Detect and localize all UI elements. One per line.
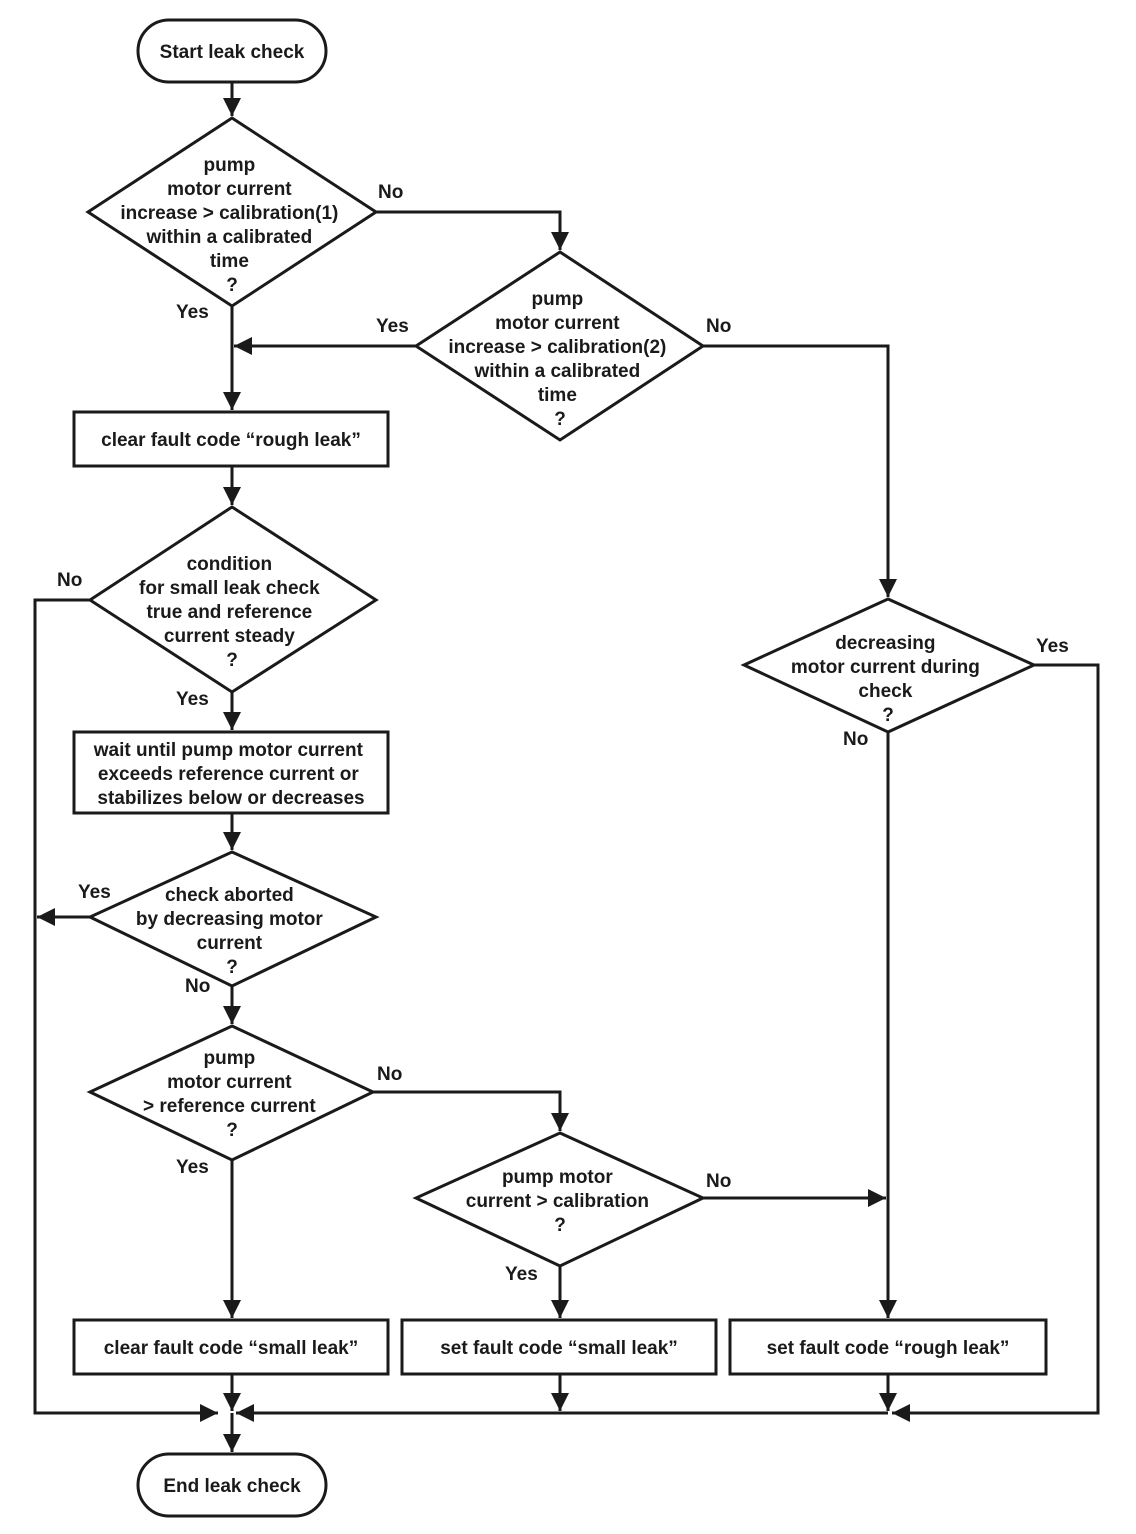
d2-line-6: ? <box>554 409 566 430</box>
set-rough-label: set fault code “rough leak” <box>767 1338 1010 1359</box>
d5-line-1: pump <box>204 1048 256 1069</box>
svg-text:pump motor current: pump motor current > reference current ? <box>143 1048 321 1141</box>
decision-d3: condition for small leak check true and … <box>87 505 379 694</box>
label-d6-yes: Yes <box>505 1264 538 1285</box>
d4-line-1: check aborted <box>165 885 294 906</box>
svg-text:condition for small leak: condition for small leak check true and … <box>139 554 325 671</box>
d1-line-1: pump <box>204 155 256 176</box>
d3-line-1: condition <box>187 554 272 575</box>
d6-line-1: pump motor <box>502 1167 613 1188</box>
clear-rough-label: clear fault code “rough leak” <box>101 430 361 451</box>
d3-line-5: ? <box>226 650 238 671</box>
decision-d7: decreasing motor current during check ? <box>740 597 1038 734</box>
edge-d1-no-to-d2 <box>376 210 569 250</box>
process-clear-rough-leak: clear fault code “rough leak” <box>72 410 390 468</box>
svg-text:check aborted by decreas: check aborted by decreasing motor curren… <box>136 885 328 978</box>
clear-small-label: clear fault code “small leak” <box>104 1338 359 1359</box>
label-d2-no: No <box>706 316 731 337</box>
d4-line-2: by decreasing motor <box>136 909 323 930</box>
end-label: End leak check <box>163 1476 301 1497</box>
edge-d7-yes-right <box>892 663 1100 1422</box>
d1-line-5: time <box>210 251 249 272</box>
edge-d3-no-left <box>33 598 218 1422</box>
end-node: End leak check <box>136 1452 328 1518</box>
branch-labels: No Yes Yes No No Yes Yes No No Yes No Ye… <box>57 182 1069 1285</box>
svg-text:pump motor current: pump motor current increase > calibratio… <box>448 289 671 430</box>
label-d4-no: No <box>185 976 210 997</box>
label-d5-no: No <box>377 1064 402 1085</box>
d3-line-4: current steady <box>164 626 295 647</box>
label-d4-yes: Yes <box>78 882 111 903</box>
decision-d2: pump motor current increase > calibratio… <box>413 250 706 442</box>
decision-d1: pump motor current increase > calibratio… <box>85 116 379 308</box>
d1-line-3: increase > calibration(1) <box>120 203 338 224</box>
d3-line-3: true and reference <box>146 602 312 623</box>
label-d3-yes: Yes <box>176 689 209 710</box>
process-set-small-leak: set fault code “small leak” <box>400 1318 718 1376</box>
edge-d5-no-to-d6 <box>373 1090 569 1131</box>
d2-line-3: increase > calibration(2) <box>448 337 666 358</box>
d2-line-2: motor current <box>495 313 620 334</box>
d7-line-2: motor current during <box>791 657 980 678</box>
svg-text:decreasing motor current: decreasing motor current during check ? <box>791 633 985 726</box>
d1-line-4: within a calibrated <box>145 227 312 248</box>
d3-line-2: for small leak check <box>139 578 320 599</box>
d2-line-5: time <box>538 385 577 406</box>
d6-line-2: current > calibration <box>466 1191 649 1212</box>
set-small-label: set fault code “small leak” <box>440 1338 678 1359</box>
svg-text:pump motor current: pump motor current increase > calibratio… <box>120 155 343 296</box>
label-d7-yes: Yes <box>1036 636 1069 657</box>
label-d3-no: No <box>57 570 82 591</box>
d4-line-4: ? <box>226 957 238 978</box>
svg-text:wait until pump motor current: wait until pump motor current exceeds re… <box>93 740 368 809</box>
process-wait: wait until pump motor current exceeds re… <box>72 730 390 815</box>
d6-line-3: ? <box>554 1215 566 1236</box>
d7-line-3: check <box>858 681 912 702</box>
d2-line-1: pump <box>532 289 584 310</box>
label-d5-yes: Yes <box>176 1157 209 1178</box>
wait-line-3: stabilizes below or decreases <box>97 788 364 809</box>
process-set-rough-leak: set fault code “rough leak” <box>728 1318 1048 1376</box>
label-d7-no: No <box>843 729 868 750</box>
wait-line-1: wait until pump motor current <box>93 740 364 761</box>
d4-line-3: current <box>197 933 263 954</box>
d7-line-4: ? <box>882 705 894 726</box>
decision-d4: check aborted by decreasing motor curren… <box>86 850 380 988</box>
d7-line-1: decreasing <box>835 633 935 654</box>
d1-line-2: motor current <box>167 179 292 200</box>
process-clear-small-leak: clear fault code “small leak” <box>72 1318 390 1376</box>
label-d1-yes: Yes <box>176 302 209 323</box>
wait-line-2: exceeds reference current or <box>98 764 359 785</box>
start-label: Start leak check <box>160 42 305 63</box>
decision-d5: pump motor current > reference current ? <box>86 1024 377 1162</box>
svg-text:pump motor current > cal: pump motor current > calibration ? <box>466 1167 654 1236</box>
start-node: Start leak check <box>136 18 328 84</box>
edge-d2-no-to-d7 <box>703 344 897 597</box>
d5-line-3: > reference current <box>143 1096 316 1117</box>
edges <box>33 82 1100 1452</box>
label-d2-yes: Yes <box>376 316 409 337</box>
decision-d6: pump motor current > calibration ? <box>412 1131 707 1268</box>
label-d1-no: No <box>378 182 403 203</box>
d5-line-4: ? <box>226 1120 238 1141</box>
label-d6-no: No <box>706 1171 731 1192</box>
d1-line-6: ? <box>226 275 238 296</box>
d2-line-4: within a calibrated <box>473 361 640 382</box>
d5-line-2: motor current <box>167 1072 292 1093</box>
